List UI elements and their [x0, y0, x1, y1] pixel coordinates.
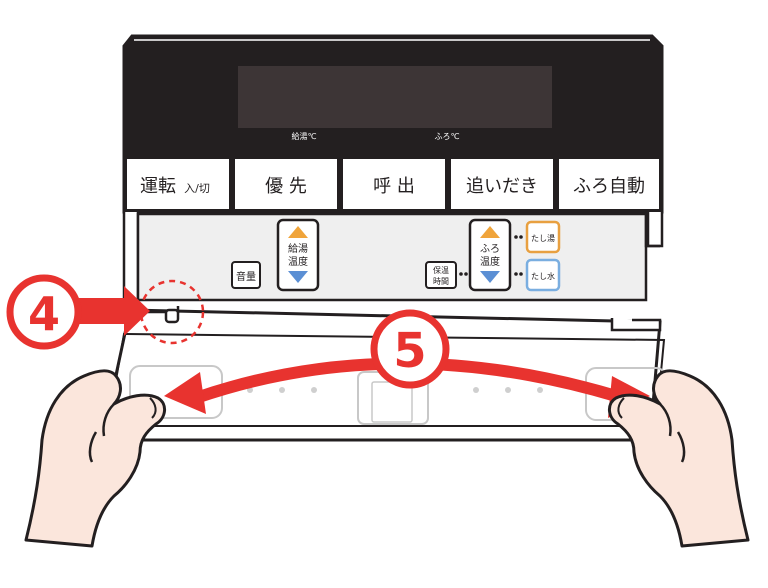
right-rail: [646, 212, 664, 248]
down-triangle-icon: [288, 271, 308, 283]
inner-panel: [136, 212, 648, 302]
svg-text:5: 5: [393, 323, 426, 379]
volume-button[interactable]: 音量: [231, 261, 261, 289]
svg-text:温度: 温度: [480, 255, 500, 268]
power-button[interactable]: 運転 入/切: [125, 157, 231, 211]
step-4-badge: 4: [6, 274, 82, 350]
svg-text:時間: 時間: [433, 277, 449, 286]
svg-text:4: 4: [28, 287, 60, 341]
indicator-dot: [464, 272, 468, 276]
furo-temp-label: ふろ℃: [435, 132, 460, 141]
kyuto-temp-button[interactable]: 給湯 温度: [276, 218, 320, 292]
step-5-badge: 5: [370, 309, 450, 389]
svg-text:たし湯: たし湯: [531, 233, 555, 243]
up-triangle-icon: [288, 226, 308, 238]
svg-text:追いだき: 追いだき: [466, 176, 538, 197]
indicator-dot: [514, 272, 518, 276]
down-triangle-icon: [480, 271, 500, 283]
indicator-dot: [514, 235, 518, 239]
add-hot-water-button[interactable]: たし湯: [525, 220, 561, 254]
indicator-dot: [459, 272, 463, 276]
lcd-display: [238, 66, 552, 128]
add-water-button[interactable]: たし水: [525, 258, 561, 292]
auto-bath-button[interactable]: ふろ自動: [557, 157, 661, 211]
kyuto-temp-label: 給湯℃: [292, 131, 317, 141]
svg-text:音量: 音量: [236, 270, 256, 283]
up-triangle-icon: [480, 226, 500, 238]
hand-icon: [24, 369, 166, 548]
push-arrow-icon: [74, 286, 150, 336]
svg-text:優 先: 優 先: [265, 176, 307, 197]
furo-temp-button[interactable]: ふろ 温度: [468, 218, 512, 292]
cover-dots: [247, 387, 543, 393]
reheat-button[interactable]: 追いだき: [449, 157, 555, 211]
keep-warm-time-button[interactable]: 保温 時間: [425, 261, 457, 289]
priority-button[interactable]: 優 先: [233, 157, 339, 211]
svg-text:呼 出: 呼 出: [373, 176, 415, 197]
latch-highlight: [139, 279, 205, 345]
call-button[interactable]: 呼 出: [341, 157, 447, 211]
top-button-row: 運転 入/切 優 先 呼 出 追いだき ふろ自動: [124, 156, 662, 212]
hand-icon: [608, 369, 750, 548]
svg-text:ふろ自動: ふろ自動: [573, 176, 645, 197]
inner-panel-right-edge: [644, 214, 660, 248]
svg-text:ふろ: ふろ: [480, 243, 500, 255]
svg-text:給湯: 給湯: [288, 242, 308, 255]
indicator-dot: [519, 235, 523, 239]
cover-hinge-right: [610, 318, 662, 332]
svg-text:温度: 温度: [288, 255, 308, 268]
svg-text:たし水: たし水: [531, 271, 555, 281]
svg-text:保温: 保温: [433, 265, 449, 275]
cover-latch: [164, 308, 180, 324]
svg-text:入/切: 入/切: [184, 182, 210, 195]
indicator-dot: [519, 272, 523, 276]
svg-text:運転: 運転: [140, 176, 176, 197]
